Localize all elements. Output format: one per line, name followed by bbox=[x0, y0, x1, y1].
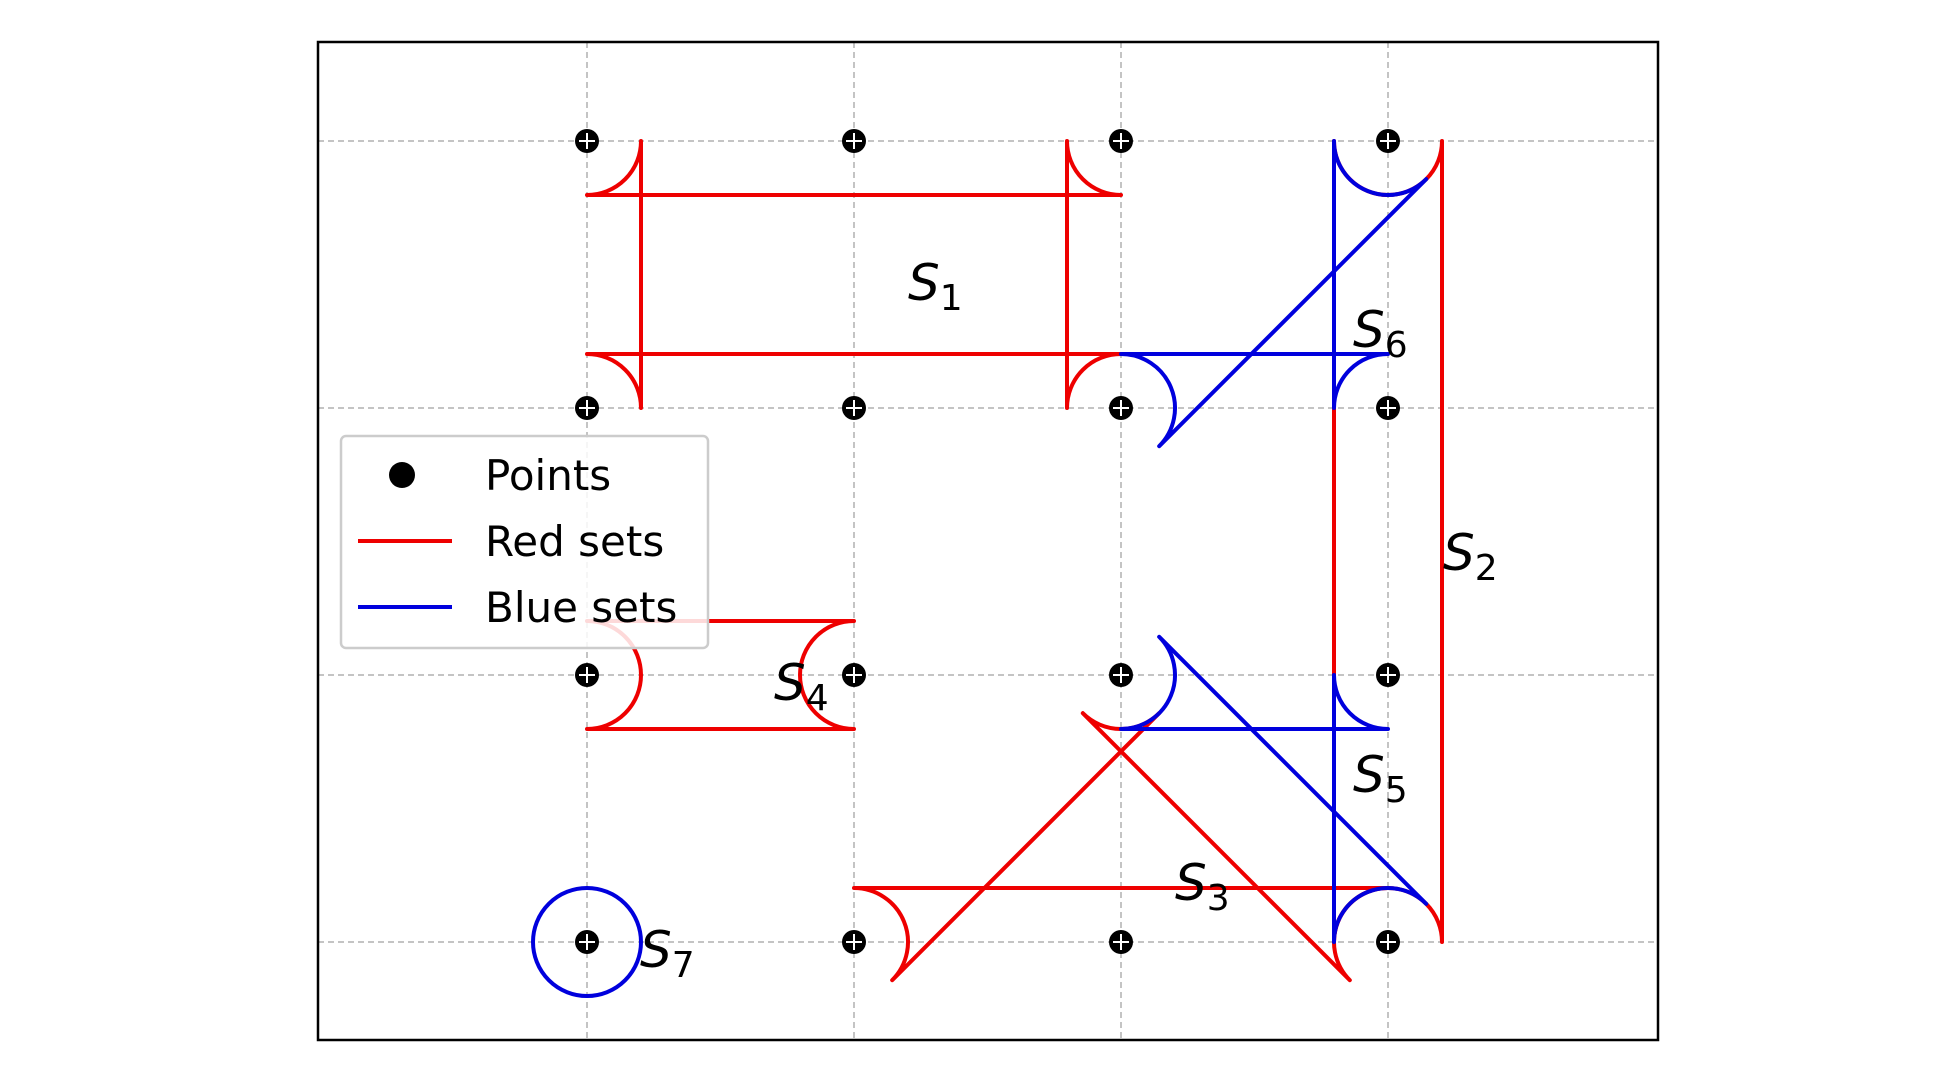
set-outlines bbox=[531, 139, 1444, 998]
point bbox=[575, 129, 599, 153]
set-label-s4: S4 bbox=[774, 654, 829, 719]
legend-item-line: Red sets bbox=[358, 517, 664, 566]
plot-frame bbox=[316, 40, 1660, 1042]
point bbox=[842, 129, 866, 153]
point bbox=[842, 930, 866, 954]
set-outline-s5 bbox=[1119, 634, 1429, 944]
set-outline-s6 bbox=[1119, 139, 1429, 449]
point bbox=[1109, 396, 1133, 420]
grid-lines bbox=[318, 42, 1658, 1040]
point bbox=[1376, 396, 1400, 420]
point bbox=[1376, 129, 1400, 153]
point bbox=[1109, 663, 1133, 687]
point bbox=[1376, 930, 1400, 954]
legend-point-marker bbox=[389, 462, 415, 488]
point bbox=[575, 396, 599, 420]
set-outline-s7 bbox=[531, 886, 643, 998]
point bbox=[1109, 129, 1133, 153]
point bbox=[575, 663, 599, 687]
set-label-s6: S6 bbox=[1353, 301, 1408, 366]
set-label-s1: S1 bbox=[908, 254, 963, 319]
point bbox=[1109, 930, 1133, 954]
legend-item-line: Blue sets bbox=[358, 583, 677, 632]
set-label-s5: S5 bbox=[1353, 746, 1408, 811]
legend-box bbox=[339, 434, 710, 650]
legend-item-marker: Points bbox=[389, 451, 611, 500]
point bbox=[575, 930, 599, 954]
set-label-s2: S2 bbox=[1443, 524, 1498, 589]
points bbox=[575, 129, 1400, 954]
legend-label: Points bbox=[485, 451, 611, 500]
legend-label: Red sets bbox=[485, 517, 664, 566]
set-outline-s2 bbox=[1332, 139, 1444, 944]
point bbox=[842, 663, 866, 687]
legend-label: Blue sets bbox=[485, 583, 677, 632]
point bbox=[842, 396, 866, 420]
set-label-s3: S3 bbox=[1175, 854, 1230, 919]
set-label-s7: S7 bbox=[640, 921, 695, 986]
point bbox=[1376, 663, 1400, 687]
